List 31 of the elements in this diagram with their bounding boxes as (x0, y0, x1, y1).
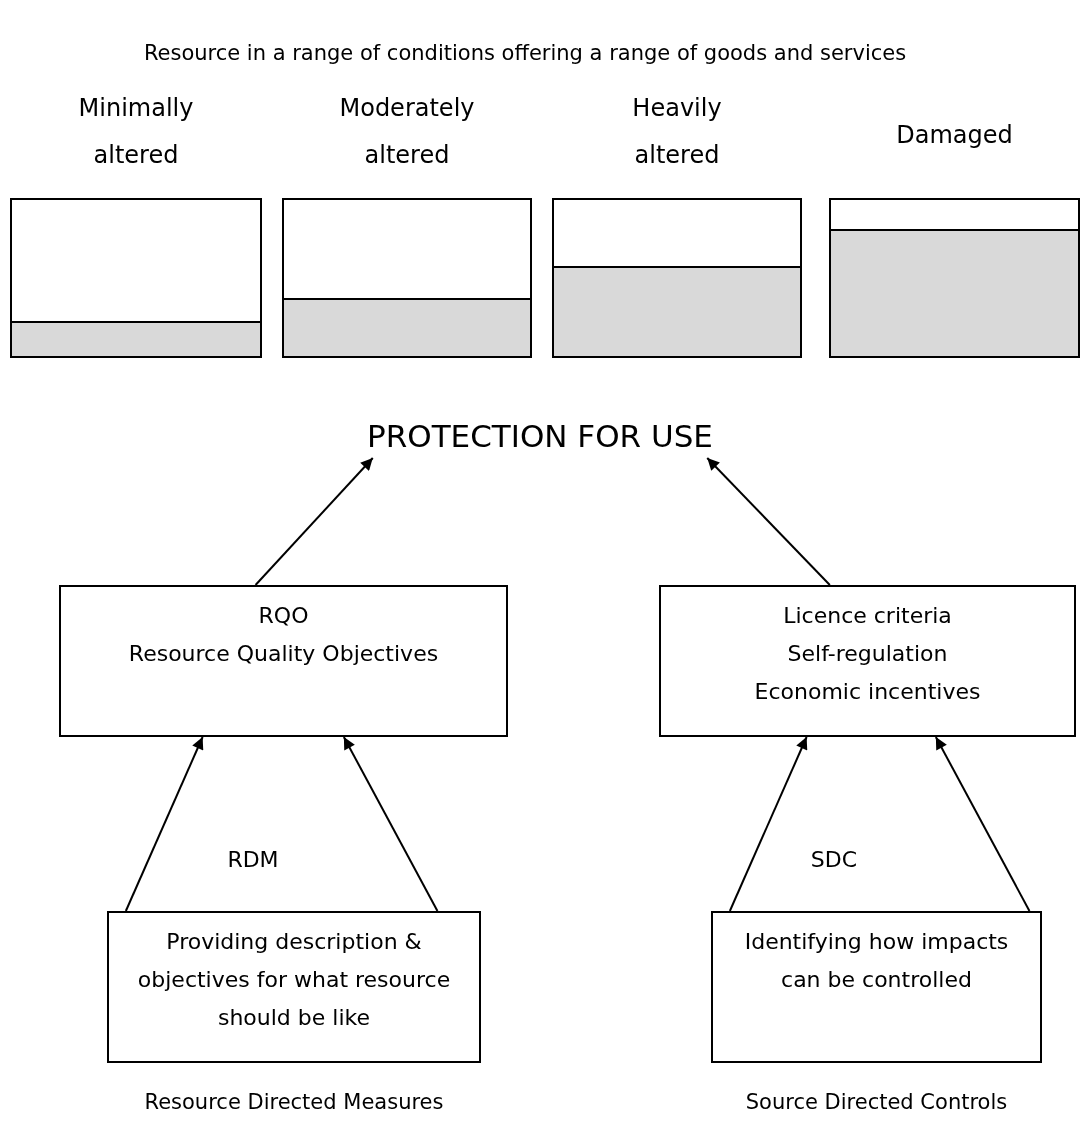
box-text: Economic incentives (754, 678, 981, 706)
box-text: Licence criteria (783, 602, 952, 630)
arrow (342, 736, 439, 912)
condition-level-box (10, 198, 262, 358)
title: Resource in a range of conditions offering a range of goods and services (142, 40, 908, 67)
condition-heading: Minimally altered (77, 93, 195, 171)
text-box (59, 585, 508, 737)
box-text: Self-regulation (787, 640, 948, 668)
arrow (254, 457, 374, 586)
box-caption: Resource Directed Measures (143, 1089, 445, 1116)
box-caption: Source Directed Controls (744, 1089, 1009, 1116)
goal-heading: PROTECTION FOR USE (330, 414, 750, 458)
text-box (107, 911, 481, 1063)
box-text: Providing description & objectives for what resource should be like (136, 928, 452, 1032)
measure-label: RDM (226, 846, 280, 874)
arrow (728, 736, 808, 912)
text-box (659, 585, 1076, 737)
box-text: Resource Quality Objectives (128, 640, 439, 668)
box-text: Identifying how impacts can be controlled (743, 928, 1010, 994)
condition-level-box (552, 198, 802, 358)
condition-level-box (282, 198, 532, 358)
arrow (934, 736, 1031, 912)
condition-heading: Heavily altered (631, 93, 723, 171)
text-box (711, 911, 1042, 1063)
box-text: RQO (258, 602, 309, 630)
condition-heading: Moderately altered (338, 93, 476, 171)
measure-label: SDC (809, 846, 859, 874)
arrow (124, 736, 204, 912)
condition-heading: Damaged (895, 120, 1014, 151)
condition-level-box (829, 198, 1080, 358)
arrow (706, 457, 831, 586)
